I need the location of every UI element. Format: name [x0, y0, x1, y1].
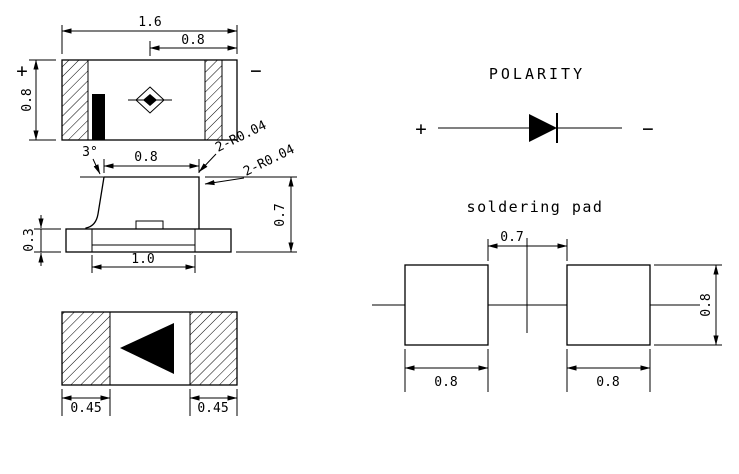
dim-label-bottom-right-pad: 0.45 [197, 401, 228, 416]
dim-label-total-width: 1.6 [138, 15, 161, 30]
dim-left-pad-width: 0.8 [404, 349, 489, 392]
dim-label-base-height: 0.3 [22, 228, 37, 251]
bottom-view: 0.45 0.45 [61, 311, 238, 416]
diamond-chip-mark [128, 86, 172, 114]
dim-lead-span: 1.0 [91, 252, 196, 273]
dim-pad-height: 0.8 [654, 264, 722, 346]
top-view-minus-mark: − [250, 60, 261, 82]
radius-note-2-label: 2-R0.04 [241, 142, 297, 180]
dim-label-lead-span: 1.0 [131, 252, 154, 267]
dim-label-draft-angle: 3° [82, 145, 98, 160]
dim-label-bottom-left-pad: 0.45 [70, 401, 101, 416]
top-view-plus-mark: + [16, 60, 27, 82]
dim-pad-gap: 0.7 [487, 230, 568, 261]
dim-label-left-pad-width: 0.8 [434, 375, 457, 390]
dim-bottom-left-pad: 0.45 [61, 389, 111, 416]
dim-right-pad-width: 0.8 [566, 349, 651, 392]
side-view: 3° 0.8 2-R0.04 2-R0.04 0.7 [22, 118, 297, 273]
dim-top-right-half: 0.8 [149, 33, 238, 56]
dim-label-right-half: 0.8 [181, 33, 204, 48]
top-view: 1.6 0.8 0.8 + − [16, 15, 262, 141]
side-chip-bump [135, 220, 164, 229]
dim-side-height: 0.7 [205, 176, 297, 253]
left-solder-pad [404, 264, 489, 346]
dim-bottom-right-pad: 0.45 [189, 389, 238, 416]
dim-label-side-top-width: 0.8 [134, 150, 157, 165]
dim-label-top-height: 0.8 [20, 88, 35, 111]
polarity-section: POLARITY + − [415, 65, 654, 143]
dim-side-top-width: 0.8 [103, 150, 200, 173]
dim-top-height: 0.8 [20, 59, 56, 141]
right-electrode-hatch [204, 59, 223, 141]
side-body-outline [104, 176, 200, 229]
dim-label-pad-gap: 0.7 [500, 230, 523, 245]
polarity-triangle-mark [120, 323, 174, 374]
dim-label-side-height: 0.7 [273, 203, 288, 226]
dim-draft-angle: 3° [80, 145, 104, 178]
soldering-pad-section: soldering pad 0.7 0.8 0.8 [372, 198, 722, 392]
bottom-right-pad-hatch [189, 311, 238, 386]
side-base-plate [65, 228, 232, 253]
polarity-minus-mark: − [642, 118, 653, 140]
soldering-pad-title: soldering pad [467, 198, 604, 216]
dim-label-pad-height: 0.8 [699, 293, 714, 316]
left-electrode-hatch [61, 59, 89, 141]
diode-anode-triangle [529, 114, 557, 142]
polarity-title: POLARITY [489, 65, 585, 83]
bottom-left-pad-hatch [61, 311, 111, 386]
side-body-left-slant [85, 176, 105, 229]
cathode-mark [92, 94, 105, 140]
right-solder-pad [566, 264, 651, 346]
diode-symbol: + − [415, 113, 654, 143]
dim-base-height: 0.3 [22, 215, 61, 266]
polarity-plus-mark: + [415, 118, 426, 140]
dim-label-right-pad-width: 0.8 [596, 375, 619, 390]
